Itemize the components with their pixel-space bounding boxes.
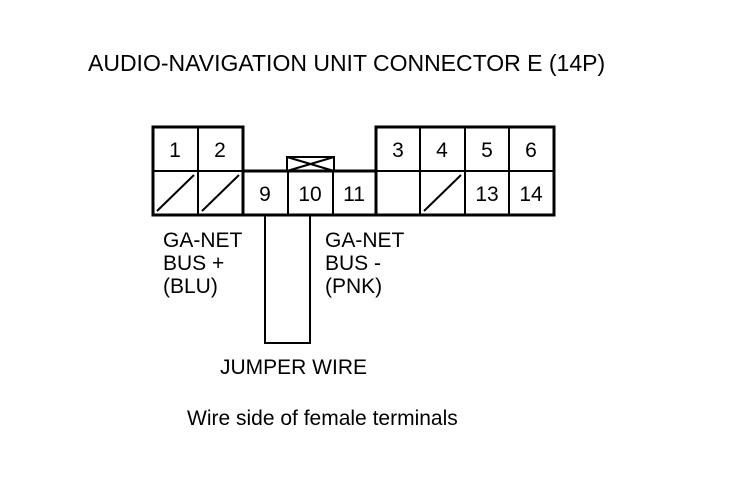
right-label-line2: BUS - <box>325 252 381 275</box>
empty-cavity-7 <box>156 174 195 212</box>
pin-6-label: 6 <box>525 139 537 162</box>
jumper-wire-label: JUMPER WIRE <box>220 356 367 379</box>
right-label-line1: GA-NET <box>325 229 405 252</box>
empty-cavity-8 <box>201 174 240 212</box>
pin-13-label: 13 <box>475 183 498 206</box>
pin-11-label: 11 <box>343 183 365 206</box>
left-label-line2: BUS + <box>163 252 224 275</box>
left-label-line1: GA-NET <box>163 229 243 252</box>
pin-3-label: 3 <box>392 139 404 162</box>
pin-9-label: 9 <box>259 183 271 206</box>
pin-14-label: 14 <box>519 183 543 206</box>
left-label-line3: (BLU) <box>163 275 218 298</box>
diagram-caption: Wire side of female terminals <box>187 407 458 430</box>
right-label-line3: (PNK) <box>325 275 382 298</box>
pin-4-label: 4 <box>436 139 448 162</box>
pin-2-label: 2 <box>214 139 226 162</box>
connector-lock-tab <box>286 156 335 172</box>
diagram-title: AUDIO-NAVIGATION UNIT CONNECTOR E (14P) <box>88 50 605 76</box>
empty-cavity-12 <box>423 174 462 212</box>
pin-5-label: 5 <box>481 139 493 162</box>
ga-net-bus-minus-label: GA-NET BUS - (PNK) <box>325 229 405 298</box>
pin-10-label: 10 <box>298 183 321 206</box>
jumper-wire-line <box>264 215 311 344</box>
pin-1-label: 1 <box>169 139 181 162</box>
ga-net-bus-plus-label: GA-NET BUS + (BLU) <box>163 229 243 298</box>
